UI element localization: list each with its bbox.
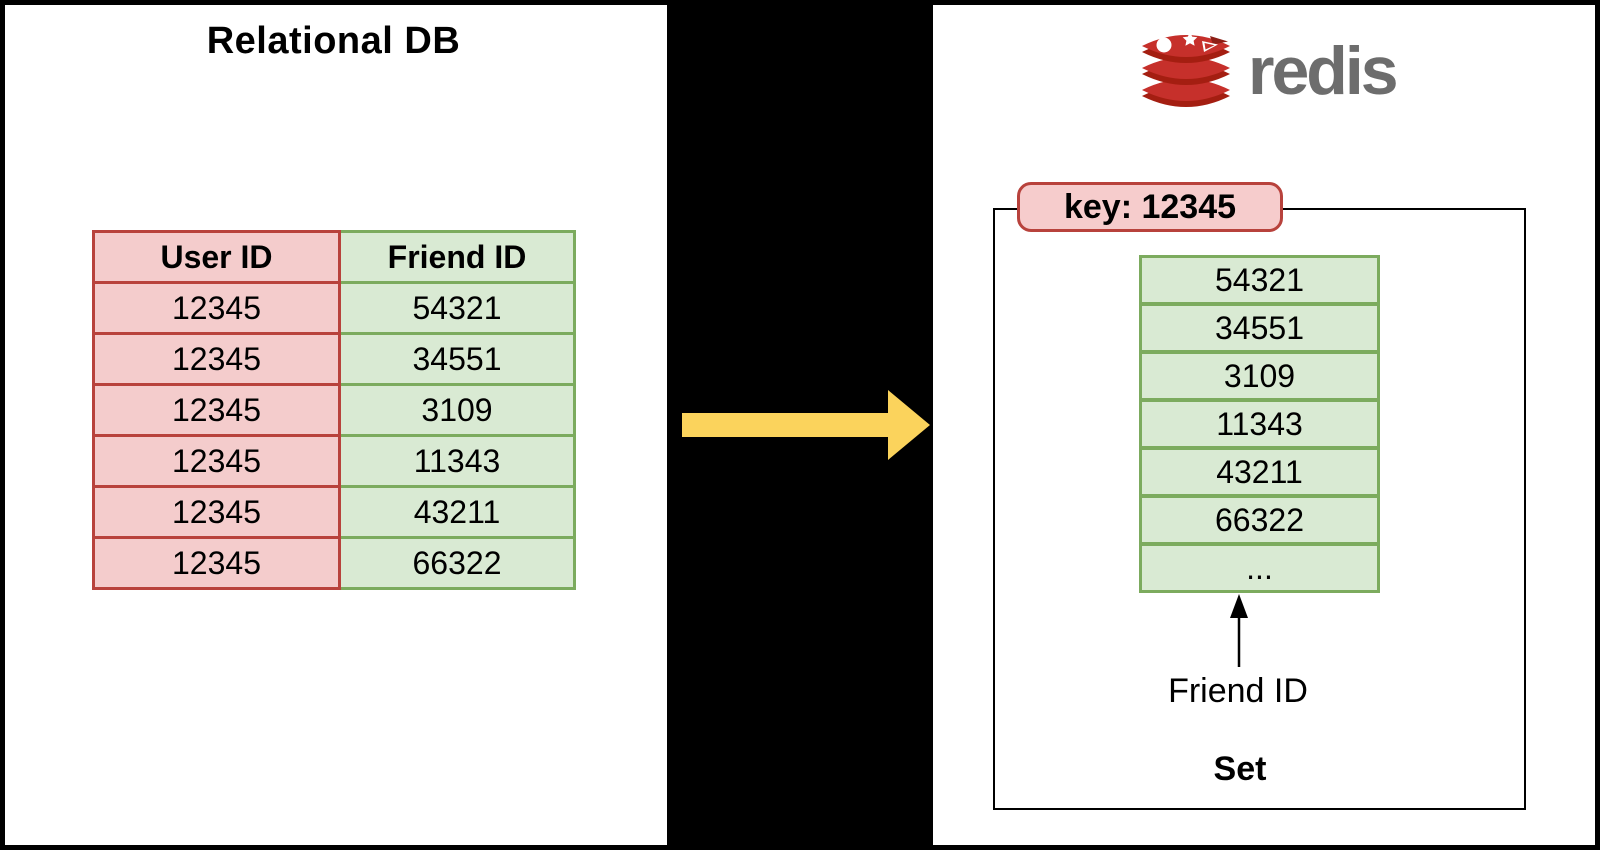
- table-cell-friend-id: 54321: [338, 281, 576, 335]
- set-item: 3109: [1139, 351, 1380, 401]
- set-item: 54321: [1139, 255, 1380, 305]
- redis-wordmark: redis: [1248, 33, 1399, 109]
- table-row: 12345 11343: [92, 434, 576, 488]
- set-list: 54321 34551 3109 11343 43211 66322 ...: [1139, 255, 1380, 593]
- up-arrow-icon: [1230, 594, 1248, 667]
- set-type-label: Set: [1213, 750, 1267, 788]
- redis-brand: redis: [1140, 32, 1399, 110]
- set-item: 34551: [1139, 303, 1380, 353]
- table-cell-user-id: 12345: [92, 485, 341, 539]
- table-cell-friend-id: 34551: [338, 332, 576, 386]
- table-cell-user-id: 12345: [92, 332, 341, 386]
- table-cell-friend-id: 3109: [338, 383, 576, 437]
- table-cell-user-id: 12345: [92, 536, 341, 590]
- right-arrow-icon: [682, 390, 930, 460]
- header-friend-id: Friend ID: [338, 230, 576, 284]
- set-item: 43211: [1139, 447, 1380, 497]
- table-row: 12345 34551: [92, 332, 576, 386]
- key-badge: key: 12345: [1017, 182, 1283, 232]
- set-item: 11343: [1139, 399, 1380, 449]
- redis-logo-icon: [1142, 32, 1230, 107]
- user-friend-table: User ID Friend ID 12345 54321 12345 3455…: [92, 230, 576, 590]
- set-item: 66322: [1139, 495, 1380, 545]
- friend-id-label: Friend ID: [1168, 672, 1308, 710]
- table-header-row: User ID Friend ID: [92, 230, 576, 284]
- table-cell-friend-id: 66322: [338, 536, 576, 590]
- table-row: 12345 54321: [92, 281, 576, 335]
- table-row: 12345 66322: [92, 536, 576, 590]
- table-cell-friend-id: 43211: [338, 485, 576, 539]
- table-cell-user-id: 12345: [92, 281, 341, 335]
- table-cell-user-id: 12345: [92, 383, 341, 437]
- table-row: 12345 3109: [92, 383, 576, 437]
- table-cell-friend-id: 11343: [338, 434, 576, 488]
- header-user-id: User ID: [92, 230, 341, 284]
- table-row: 12345 43211: [92, 485, 576, 539]
- table-cell-user-id: 12345: [92, 434, 341, 488]
- set-item-ellipsis: ...: [1139, 543, 1380, 593]
- relational-db-title: Relational DB: [206, 20, 461, 62]
